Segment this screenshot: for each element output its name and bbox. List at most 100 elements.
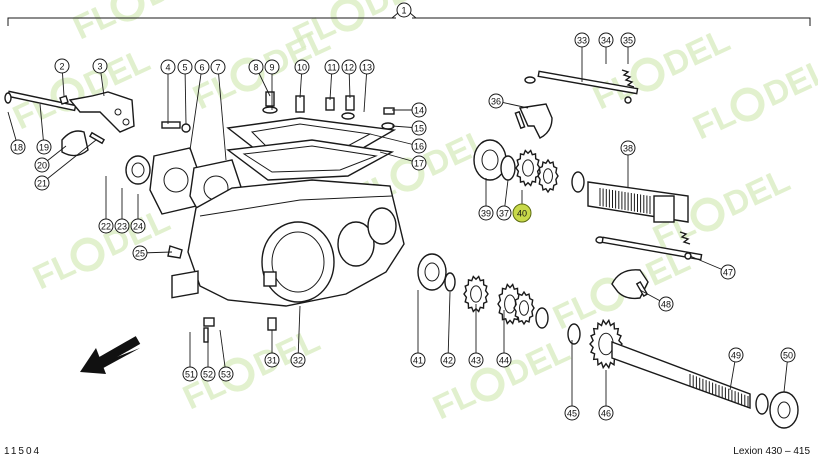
callout-number: 47: [723, 268, 733, 278]
callout-number: 16: [414, 142, 424, 152]
callout-number: 21: [37, 179, 47, 189]
model-reference: Lexion 430 – 415: [733, 446, 810, 457]
gear-44-b: [513, 290, 535, 326]
callout-4: 4: [160, 59, 176, 75]
callout-number: 46: [601, 409, 611, 419]
callout-circle: [410, 352, 426, 368]
callout-number: 45: [567, 409, 577, 419]
callout-circle: [160, 59, 176, 75]
callout-38: 38: [620, 140, 636, 156]
callout-23: 23: [114, 218, 130, 234]
callout-number: 44: [499, 356, 509, 366]
callout-circle: [54, 58, 70, 74]
callout-3: 3: [92, 58, 108, 74]
callout-circle: [10, 139, 26, 155]
callout-circle: [324, 59, 340, 75]
callout-49: 49: [728, 347, 744, 363]
callout-5: 5: [177, 59, 193, 75]
callout-circle: [496, 205, 512, 221]
callout-51: 51: [182, 366, 198, 382]
callout-circle: [411, 155, 427, 171]
callout-45: 45: [564, 405, 580, 421]
callout-circle: [478, 205, 494, 221]
callout-number: 24: [133, 222, 143, 232]
leader-line-21: [41, 139, 97, 184]
callout-circle: [468, 352, 484, 368]
callout-circle: [194, 59, 210, 75]
gear-43: [463, 275, 489, 313]
callout-circle: [564, 405, 580, 421]
callout-11: 11: [324, 59, 340, 75]
callout-circle: [359, 59, 375, 75]
gear-40-b: [537, 158, 559, 194]
output-shaft: [611, 340, 799, 429]
callout-number: 52: [203, 370, 213, 380]
callout-33: 33: [574, 32, 590, 48]
callout-number: 31: [267, 356, 277, 366]
callout-circle: [720, 264, 736, 280]
leader-line-5: [184, 66, 187, 125]
callout-9: 9: [264, 59, 280, 75]
callout-number: 15: [414, 124, 424, 134]
callout-circle: [411, 138, 427, 154]
callout-31: 31: [264, 352, 280, 368]
upper-gear-set: [473, 139, 585, 194]
callout-circle: [780, 347, 796, 363]
callout-circle: [341, 59, 357, 75]
callout-number: 6: [199, 63, 204, 73]
callout-circle: [496, 352, 512, 368]
callout-number: 9: [269, 63, 274, 73]
callout-number: 50: [783, 351, 793, 361]
callout-52: 52: [200, 366, 216, 382]
callout-circle: [488, 93, 504, 109]
leader-line-7: [217, 66, 227, 161]
callout-circle: [34, 175, 50, 191]
document-number: 11504: [4, 446, 42, 457]
callout-number: 39: [481, 209, 491, 219]
callout-21: 21: [34, 175, 50, 191]
callout-circle: [34, 157, 50, 173]
callout-circle: [200, 366, 216, 382]
callout-circle: [130, 218, 146, 234]
callout-circle: [92, 58, 108, 74]
callout-24: 24: [130, 218, 146, 234]
shift-shaft-assembly: [4, 90, 135, 157]
callout-number: 19: [39, 143, 49, 153]
callout-circle: [411, 102, 427, 118]
callout-circle: [440, 352, 456, 368]
callout-number: 18: [13, 143, 23, 153]
callout-35: 35: [620, 32, 636, 48]
gear-40-hub: [522, 159, 534, 177]
callout-50: 50: [780, 347, 796, 363]
callout-14: 14: [411, 102, 427, 118]
top-cover: [226, 117, 397, 181]
callout-number: 37: [499, 209, 509, 219]
callout-number: 48: [661, 300, 671, 310]
callout-48: 48: [658, 296, 674, 312]
callout-42: 42: [440, 352, 456, 368]
callout-circle: [248, 59, 264, 75]
callout-number: 38: [623, 144, 633, 154]
svg-text:DEL: DEL: [248, 321, 326, 384]
callout-number: 2: [59, 62, 64, 72]
callout-19: 19: [36, 139, 52, 155]
lower-shift-rod: [595, 231, 703, 300]
callout-number: 42: [443, 356, 453, 366]
callout-46: 46: [598, 405, 614, 421]
callout-number: 35: [623, 36, 633, 46]
callout-47: 47: [720, 264, 736, 280]
callout-number: 4: [165, 63, 170, 73]
callout-15: 15: [411, 120, 427, 136]
callout-circle: [396, 2, 412, 18]
callout-37: 37: [496, 205, 512, 221]
callout-number: 41: [413, 356, 423, 366]
callout-number: 14: [414, 106, 424, 116]
callout-53: 53: [218, 366, 234, 382]
callout-number: 36: [491, 97, 501, 107]
